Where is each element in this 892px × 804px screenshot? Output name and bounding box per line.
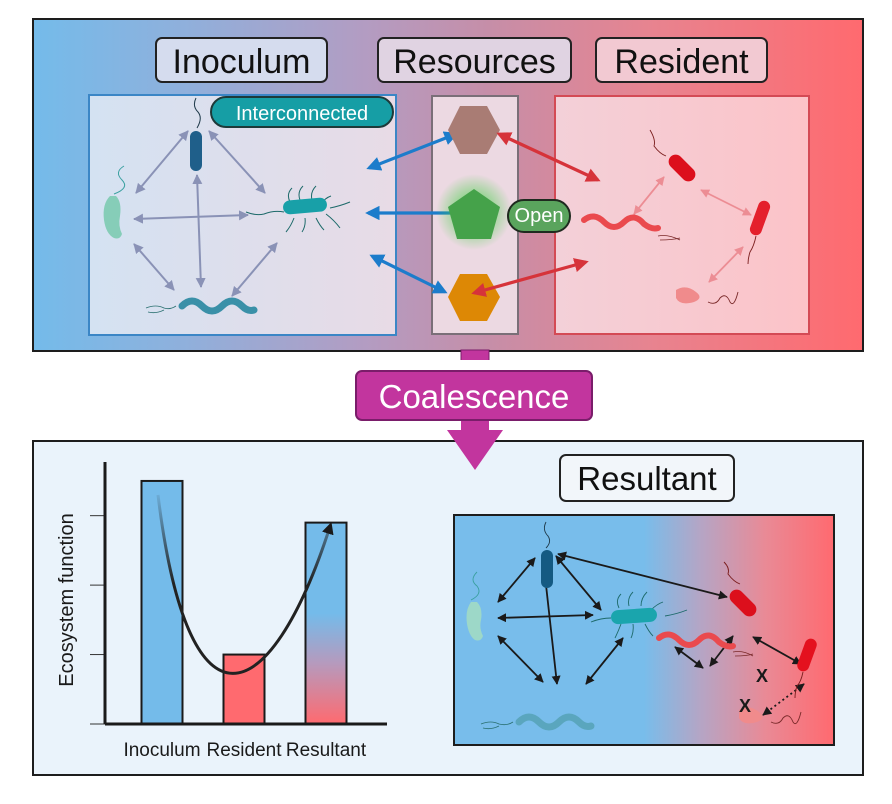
resultant-microbe-flagellated [590,591,688,639]
open-tag: Open [507,199,571,233]
resident-to-resources-arrows [471,132,601,297]
inoculum-microbe-flagellated [245,185,351,233]
bar-resultant [304,521,348,725]
resultant-label: Resultant [559,454,735,502]
resultant-microbe-spiral-red [656,631,754,657]
resident-microbe-rod-1 [649,129,696,182]
y-axis-label: Ecosystem function [56,513,78,686]
x-tick-label-resultant: Resultant [286,740,367,761]
resultant-microbe-curved-teal [466,571,483,641]
resident-interaction-arrows [633,176,752,283]
resultant-microbe-rod-red-2 [794,638,817,699]
resident-label: Resident [595,37,768,83]
exclusion-marker-x-2: X [739,696,751,716]
inoculum-interaction-arrows [133,130,278,297]
ecosystem-function-chart: Ecosystem function Inoculum Resident Res… [56,462,387,761]
resultant-interaction-arrows [497,551,805,716]
resultant-microbe-curved-red-excluded [739,707,802,725]
broken-interaction-arrow [762,683,805,716]
x-tick-label-inoculum: Inoculum [123,740,200,761]
inoculum-label: Inoculum [155,37,328,83]
resource-hexagon-brown [448,106,500,154]
inoculum-microbe-curved [103,165,126,239]
x-tick-label-resident: Resident [207,740,283,761]
resultant-microbe-rod-dark [541,521,553,588]
inoculum-microbe-rod-dark [190,97,202,171]
resident-microbe-spiral [581,213,681,241]
trend-curve-arrow [156,494,334,675]
resultant-microbe-spiral-teal [480,713,595,731]
coalescence-label: Coalescence [355,370,593,421]
resources-label: Resources [377,37,572,83]
coalescence-arrowhead [447,430,503,470]
resource-pentagon-green [436,174,512,250]
resident-microbe-rod-2 [747,200,771,265]
interconnected-tag: Interconnected [210,96,394,128]
top-panel-illustration [103,97,771,360]
exclusion-marker-x-1: X [756,666,768,686]
inoculum-microbe-spiral [145,297,258,315]
coalescence-arrow [447,418,503,470]
resultant-microbe-rod-red-1 [723,561,757,617]
resource-hexagon-orange [448,274,500,321]
bar-resident [222,653,266,725]
resident-microbe-curved [676,287,739,305]
resultant-community-illustration: X X [466,521,817,731]
coalescence-arrow-shaft [460,349,490,360]
